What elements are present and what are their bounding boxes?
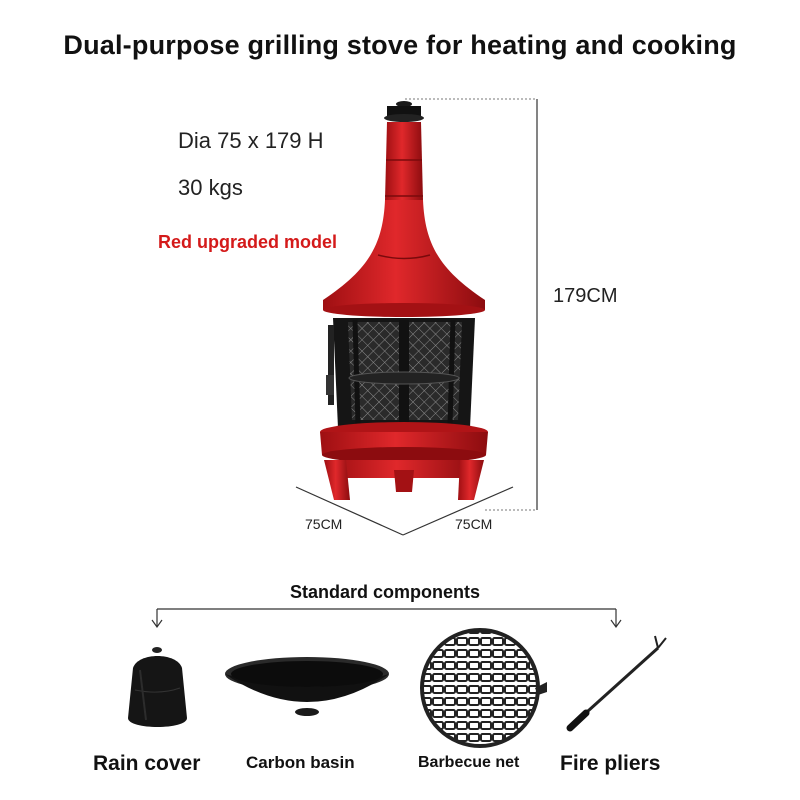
rain-cover-label: Rain cover [93, 752, 201, 775]
rain-cover-icon [128, 647, 187, 727]
components-bracket [151, 608, 622, 629]
fire-pliers-label: Fire pliers [560, 752, 661, 775]
carbon-basin-icon [225, 657, 389, 716]
width-dimension-lines [295, 486, 514, 536]
width-label-right: 75CM [455, 516, 493, 532]
width-label-left: 75CM [305, 516, 343, 532]
barbecue-net-label: Barbecue net [418, 754, 520, 771]
components-heading: Standard components [289, 582, 481, 602]
weight-spec: 30 kgs [178, 175, 243, 200]
page-title: Dual-purpose grilling stove for heating … [63, 30, 737, 60]
chimney-stove [320, 101, 488, 500]
barbecue-net-icon [420, 628, 547, 748]
size-spec: Dia 75 x 179 H [178, 128, 324, 153]
model-tag: Red upgraded model [158, 232, 338, 252]
carbon-basin-label: Carbon basin [246, 753, 355, 772]
fire-pliers-icon [566, 635, 667, 732]
height-label: 179CM [553, 285, 618, 307]
height-dimension-line [405, 98, 538, 511]
